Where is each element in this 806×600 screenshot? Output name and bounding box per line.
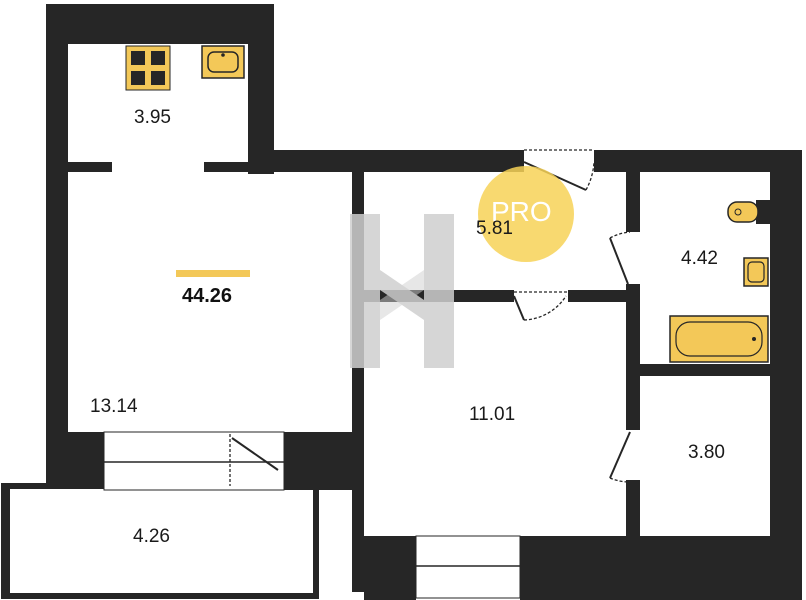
door-bathroom	[609, 231, 631, 285]
watermark-logo	[350, 214, 454, 368]
windows	[103, 431, 521, 599]
wall-top-hallway-2	[594, 150, 802, 172]
pro-badge-label: PRO	[491, 196, 552, 227]
wall-balcony-pier-right	[284, 432, 364, 490]
stove-icon	[125, 45, 171, 91]
total-area-accent-bar	[176, 270, 250, 277]
wall-right-outer	[770, 150, 802, 600]
washbasin-icon	[743, 257, 769, 287]
room-area-balcony: 4.26	[133, 526, 170, 547]
wall-hall-bedroom-right	[568, 290, 630, 302]
window-balcony	[103, 431, 285, 491]
room-area-bedroom: 11.01	[469, 404, 516, 425]
room-area-bathroom: 4.42	[681, 248, 718, 269]
wall-top-kitchen	[46, 4, 274, 44]
door-bedroom	[513, 291, 568, 321]
door-balcony	[229, 434, 279, 486]
wall-bath-left-top	[626, 172, 640, 232]
wall-top-hallway	[248, 150, 524, 172]
kitchen-sink-icon	[201, 45, 245, 79]
wall-bath-left-bottom	[626, 284, 640, 430]
door-storage	[609, 431, 631, 483]
wall-balcony-pier-left	[46, 432, 104, 486]
wall-left	[46, 4, 68, 486]
bathtub-icon	[669, 315, 769, 363]
total-area: 44.26	[182, 285, 233, 307]
room-area-hallway: 5.81	[476, 218, 513, 239]
wall-bath-storage	[640, 364, 770, 376]
walls	[1, 4, 802, 600]
doors	[229, 149, 631, 486]
room-area-kitchen: 3.95	[134, 107, 171, 128]
room-area-living-room: 13.14	[90, 396, 138, 417]
wall-right-kitchen	[248, 4, 274, 174]
balcony-left-wall	[4, 486, 10, 596]
door-entrance	[523, 149, 595, 191]
pro-badge	[478, 166, 574, 262]
wall-kitchen-partition-left	[68, 162, 112, 172]
wall-storage-left	[626, 480, 640, 540]
wall-bottom-left	[364, 536, 416, 600]
room-area-storage: 3.80	[688, 442, 725, 463]
window-bedroom	[415, 535, 521, 599]
wall-bottom-right	[520, 536, 802, 600]
wall-kitchen-partition-right	[204, 162, 254, 172]
toilet-icon	[727, 200, 770, 224]
